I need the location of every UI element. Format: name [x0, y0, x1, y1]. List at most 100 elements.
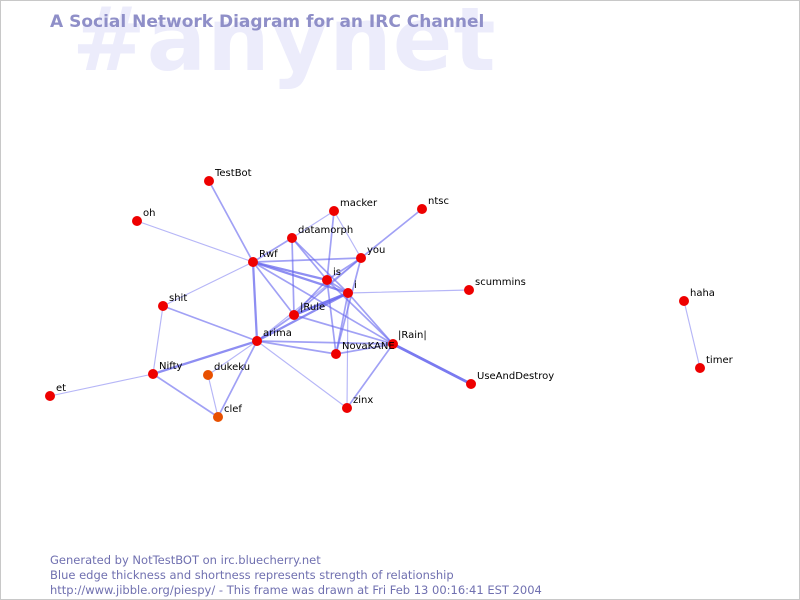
node-marker-nifty[interactable] [148, 369, 158, 379]
node-label-zinx: zinx [353, 395, 373, 406]
node-haha[interactable]: haha [679, 288, 715, 306]
edge-Rain-zinx [346, 343, 394, 409]
node-label-et: et [56, 383, 66, 394]
edge-shit-Nifty [152, 305, 164, 375]
node-marker-rain[interactable] [388, 339, 398, 349]
edge-you-NovaKANE [335, 257, 362, 355]
edge-you-ntsc [360, 208, 423, 259]
node-timer[interactable]: timer [695, 355, 734, 373]
edge-i-NovaKANE [335, 292, 349, 355]
node-oh[interactable]: oh [132, 208, 155, 226]
node-i[interactable]: i [343, 280, 357, 298]
node-marker-haha[interactable] [679, 296, 689, 306]
node-label-is: is [333, 267, 341, 278]
node-marker-you[interactable] [356, 253, 366, 263]
node-marker-datamorph[interactable] [287, 233, 297, 243]
edge-Rule-Rain [293, 314, 394, 345]
edge-layer [49, 180, 701, 418]
edge-i-Rain [347, 292, 394, 345]
node-clef[interactable]: clef [213, 404, 242, 422]
edge-dukeku-clef [207, 374, 219, 418]
node-marker-ntsc[interactable] [417, 204, 427, 214]
edge-Rwf-Rule [252, 261, 295, 316]
node-marker-i[interactable] [343, 288, 353, 298]
edge-macker-is [326, 210, 335, 281]
node-label-testbot: TestBot [214, 168, 252, 179]
node-marker-clef[interactable] [213, 412, 223, 422]
footer-legend-note: Blue edge thickness and shortness repres… [50, 568, 454, 582]
node-is[interactable]: is [322, 267, 341, 285]
edge-arima-shit [162, 305, 258, 342]
node-arima[interactable]: arima [252, 328, 292, 346]
edge-macker-you [333, 210, 362, 259]
edge-arima-NovaKANE [256, 340, 337, 355]
edge-Rwf-arima [251, 260, 259, 343]
diagram-title: A Social Network Diagram for an IRC Chan… [50, 12, 485, 32]
node-marker-timer[interactable] [695, 363, 705, 373]
edge-is-Rain [326, 279, 394, 345]
node-label-i: i [354, 280, 357, 291]
node-marker-rule[interactable] [289, 310, 299, 320]
node-marker-rwf[interactable] [248, 257, 258, 267]
edge-Nifty-clef [152, 373, 219, 418]
edge-arima-Rain [256, 340, 394, 345]
node-marker-arima[interactable] [252, 336, 262, 346]
node-label-timer: timer [706, 355, 734, 366]
node-marker-useanddestroy[interactable] [466, 379, 476, 389]
edge-datamorph-is [291, 237, 328, 281]
node-marker-oh[interactable] [132, 216, 142, 226]
node-scummins[interactable]: scummins [464, 277, 526, 295]
node-label-novakane: NovaKANE [342, 341, 395, 352]
node-zinx[interactable]: zinx [342, 395, 373, 413]
edge-Rwf-datamorph [252, 237, 293, 263]
node-label-haha: haha [690, 288, 715, 299]
node-ntsc[interactable]: ntsc [417, 196, 449, 214]
node-useanddestroy[interactable]: UseAndDestroy [466, 371, 554, 389]
node-marker-dukeku[interactable] [203, 370, 213, 380]
node-et[interactable]: et [45, 383, 66, 401]
edge-datamorph-Rule [291, 237, 295, 316]
node-marker-is[interactable] [322, 275, 332, 285]
node-label-useanddestroy: UseAndDestroy [477, 371, 554, 382]
edge-arima-dukeku [207, 340, 258, 376]
node-marker-scummins[interactable] [464, 285, 474, 295]
node-marker-shit[interactable] [158, 301, 168, 311]
node-label-datamorph: datamorph [298, 225, 353, 236]
channel-watermark: #anynet [72, 0, 497, 91]
node-label-rain: |Rain| [398, 330, 427, 341]
node-you[interactable]: you [356, 245, 385, 263]
node-label-ntsc: ntsc [428, 196, 449, 207]
node-marker-testbot[interactable] [204, 176, 214, 186]
node-marker-zinx[interactable] [342, 403, 352, 413]
edge-i-zinx [346, 292, 349, 409]
node-marker-macker[interactable] [329, 206, 339, 216]
node-label-oh: oh [143, 208, 155, 219]
node-dukeku[interactable]: dukeku [203, 362, 250, 380]
node-datamorph[interactable]: datamorph [287, 225, 353, 243]
node-rule[interactable]: |Rule [289, 302, 325, 320]
edge-haha-timer [683, 300, 701, 369]
edge-you-is [326, 257, 362, 281]
node-rwf[interactable]: Rwf [248, 249, 278, 267]
node-nifty[interactable]: Nifty [148, 361, 183, 379]
edge-oh-Rwf [136, 220, 254, 263]
edge-is-Rule [293, 279, 328, 316]
node-shit[interactable]: shit [158, 293, 187, 311]
node-testbot[interactable]: TestBot [204, 168, 252, 186]
node-label-scummins: scummins [475, 277, 526, 288]
node-novakane[interactable]: NovaKANE [331, 341, 395, 359]
edge-i-scummins [347, 289, 470, 294]
node-macker[interactable]: macker [329, 198, 378, 216]
footer-source-link[interactable]: http://www.jibble.org/piespy/ - This fra… [50, 583, 542, 597]
node-label-rule: |Rule [300, 302, 325, 313]
node-marker-et[interactable] [45, 391, 55, 401]
edge-Rule-arima [256, 314, 295, 342]
node-label-dukeku: dukeku [214, 362, 250, 373]
node-rain[interactable]: |Rain| [388, 330, 427, 349]
node-marker-novakane[interactable] [331, 349, 341, 359]
footer: Generated by NotTestBOT on irc.bluecherr… [50, 553, 542, 598]
node-label-arima: arima [263, 328, 292, 339]
edge-Nifty-et [49, 373, 154, 397]
node-label-shit: shit [169, 293, 187, 304]
